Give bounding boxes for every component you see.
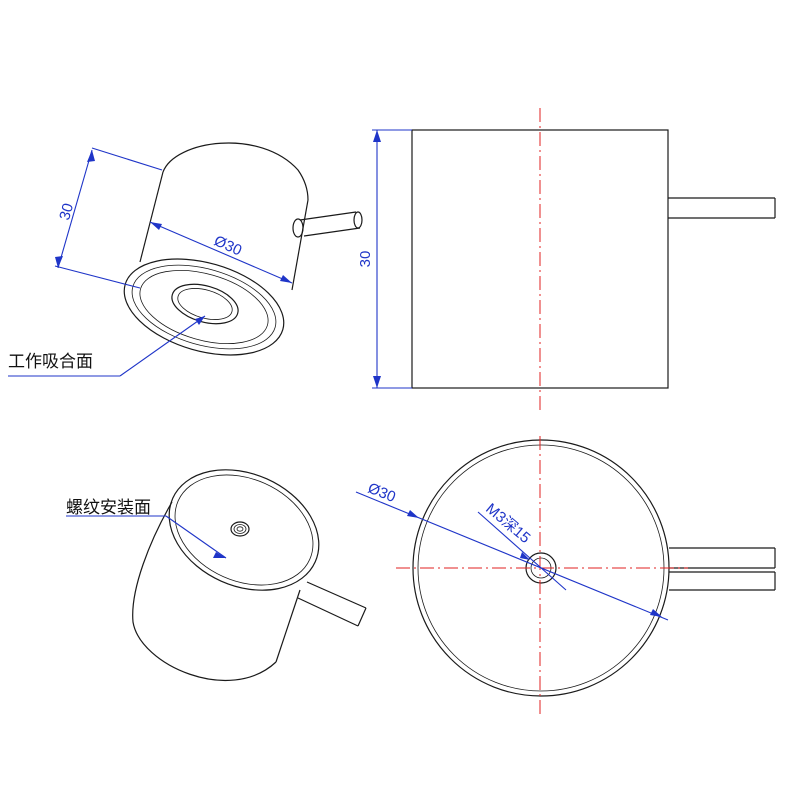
front-view-lead-wire [669, 547, 776, 591]
iso-lead-wire [292, 211, 363, 238]
iso-mount-face-outer [168, 469, 320, 591]
iso-body-left-edge [139, 171, 164, 263]
iso-mount-body-left [132, 501, 277, 681]
front-diameter-dimension [355, 491, 669, 621]
side-view-lead-wire [668, 197, 776, 219]
side-height-dimension [372, 129, 412, 389]
iso-view-mounting-face: 螺纹安装面 [66, 469, 367, 681]
iso-mount-face-inner [174, 474, 314, 586]
iso-front-face-ring [131, 264, 277, 350]
working-face-leader [8, 315, 206, 377]
threaded-hole-icon [230, 521, 250, 537]
iso-center-pole-inner [177, 288, 233, 320]
mounting-face-label: 螺纹安装面 [66, 498, 151, 518]
iso-body-right-edge [291, 199, 309, 291]
front-view: Ø30 M3深15 [355, 436, 776, 718]
mounting-face-leader [66, 515, 227, 559]
side-view: 30 [357, 108, 776, 412]
working-face-label: 工作吸合面 [8, 352, 93, 372]
iso-height-label: 30 [56, 201, 77, 222]
iso-mount-lead-wire [297, 581, 367, 627]
iso-center-pole [171, 283, 239, 325]
iso-diameter-dimension [149, 221, 293, 284]
iso-view-working-face: 30 Ø30 工作吸合面 [8, 142, 363, 377]
thread-spec-leader [477, 511, 567, 591]
iso-front-face-ring-inner [139, 270, 269, 344]
thread-spec-label: M3深15 [482, 500, 533, 547]
iso-mount-body-right [275, 589, 301, 663]
iso-height-dimension [54, 147, 163, 289]
iso-body-top-arc [162, 142, 309, 201]
side-height-label: 30 [357, 251, 374, 268]
